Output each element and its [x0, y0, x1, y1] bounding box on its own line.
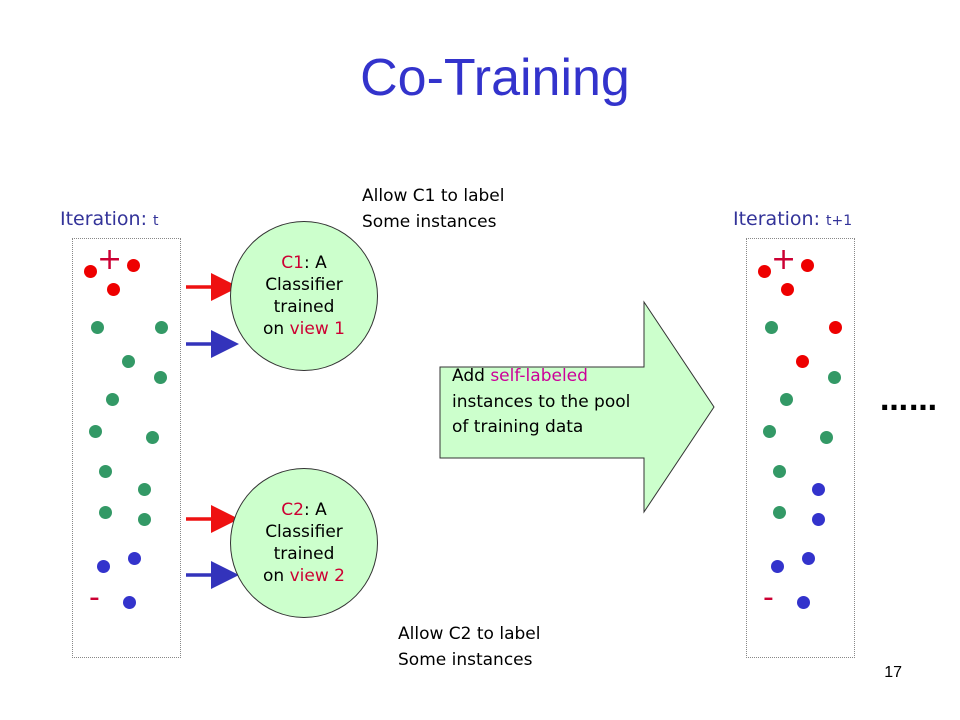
red-instance — [84, 265, 97, 278]
blue-instance — [97, 560, 110, 573]
green-instance — [828, 371, 841, 384]
green-instance — [765, 321, 778, 334]
green-instance — [138, 483, 151, 496]
blue-instance — [812, 513, 825, 526]
green-instance — [89, 425, 102, 438]
red-instance — [796, 355, 809, 368]
green-instance — [146, 431, 159, 444]
classifier-c1: C1: A Classifier trained on view 1 — [230, 221, 378, 371]
plus-sign: + — [97, 242, 123, 277]
blue-instance — [797, 596, 810, 609]
red-instance — [107, 283, 120, 296]
blue-instance — [771, 560, 784, 573]
classifier-name: C1 — [281, 252, 304, 273]
green-instance — [773, 465, 786, 478]
note-c1-label: Allow C1 to label Some instances — [362, 186, 505, 232]
iteration-label-left: Iteration: t — [60, 208, 159, 230]
green-instance — [138, 513, 151, 526]
blue-instance — [802, 552, 815, 565]
green-instance — [763, 425, 776, 438]
blue-instance — [128, 552, 141, 565]
iteration-var: t+1 — [826, 213, 853, 229]
red-instance — [801, 259, 814, 272]
iteration-var: t — [153, 213, 159, 229]
green-instance — [91, 321, 104, 334]
green-instance — [820, 431, 833, 444]
green-instance — [99, 506, 112, 519]
minus-sign: - — [763, 580, 774, 615]
green-instance — [99, 465, 112, 478]
iteration-label-text: Iteration: — [733, 208, 827, 230]
note-c2-label: Allow C2 to label Some instances — [398, 624, 541, 670]
green-instance — [155, 321, 168, 334]
green-instance — [106, 393, 119, 406]
classifier-name: C2 — [281, 499, 304, 520]
green-instance — [154, 371, 167, 384]
green-instance — [122, 355, 135, 368]
iteration-label-text: Iteration: — [60, 208, 154, 230]
continuation-ellipsis: …… — [880, 384, 938, 417]
plus-sign: + — [771, 242, 797, 277]
red-instance — [781, 283, 794, 296]
blue-instance — [123, 596, 136, 609]
page-number: 17 — [884, 664, 902, 681]
minus-sign: - — [89, 580, 100, 615]
classifier-c2: C2: A Classifier trained on view 2 — [230, 468, 378, 618]
red-instance — [758, 265, 771, 278]
arrow-caption: Add self-labeled instances to the pool o… — [452, 366, 631, 437]
blue-instance — [812, 483, 825, 496]
add-instances-arrow — [439, 300, 715, 514]
slide-title: Co-Training — [360, 49, 630, 107]
red-instance — [127, 259, 140, 272]
iteration-label-right: Iteration: t+1 — [733, 208, 852, 230]
data-pool-right: + - — [746, 238, 855, 658]
green-instance — [780, 393, 793, 406]
red-instance — [829, 321, 842, 334]
green-instance — [773, 506, 786, 519]
data-pool-left: + - — [72, 238, 181, 658]
